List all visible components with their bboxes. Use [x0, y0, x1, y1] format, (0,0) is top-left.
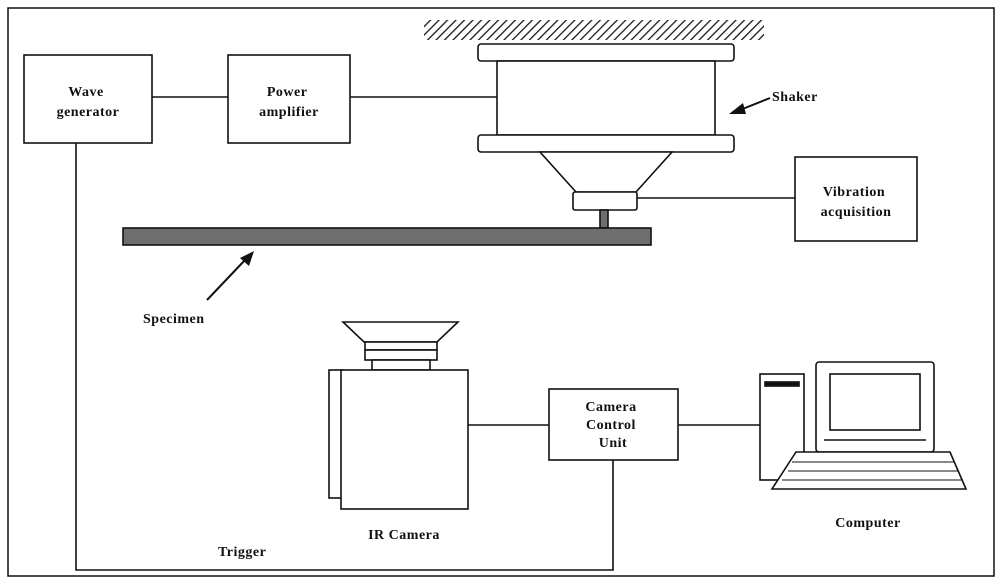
ir-camera	[328, 321, 469, 510]
svg-text:Camera Control Unit: Camera Control Unit	[585, 400, 640, 451]
camera-control-unit-label-line1: Camera	[585, 400, 636, 415]
ceiling-support	[424, 20, 764, 40]
computer-screen	[829, 373, 921, 431]
shaker	[477, 43, 735, 229]
camera-body	[340, 369, 469, 510]
shaker-label: Shaker	[772, 90, 818, 105]
trigger-label: Trigger	[218, 545, 266, 560]
svg-text:Wave generator: Wave generator	[57, 85, 120, 120]
specimen-label: Specimen	[143, 312, 205, 327]
computer	[759, 361, 968, 490]
specimen-beam	[122, 227, 652, 246]
force-sensor	[572, 191, 638, 211]
stinger	[599, 209, 609, 229]
shaker-pointer-arrow	[729, 97, 771, 114]
power-amplifier-label-line2: amplifier	[259, 105, 319, 120]
wave-generator-box	[23, 54, 153, 144]
trigger-wire	[75, 143, 614, 571]
computer-label: Computer	[835, 516, 900, 531]
vibration-acquisition-label-line1: Vibration	[823, 185, 885, 200]
power-amplifier-box	[227, 54, 351, 144]
power-amplifier-label-line1: Power	[267, 85, 307, 100]
svg-text:Power amplifier: Power amplifier	[259, 85, 319, 120]
wave-generator-label-line2: generator	[57, 105, 120, 120]
vibration-acquisition-box	[794, 156, 918, 242]
svg-text:Vibration acquisition: Vibration acquisition	[821, 185, 892, 220]
specimen-pointer-arrow	[206, 251, 254, 301]
wave-generator-label-line1: Wave	[68, 85, 103, 100]
camera-control-unit-label-line3: Unit	[599, 436, 627, 451]
vibration-acquisition-label-line2: acquisition	[821, 205, 892, 220]
connection-lines	[75, 96, 795, 571]
camera-lens-hood	[341, 321, 460, 343]
ir-camera-label: IR Camera	[368, 528, 440, 543]
camera-control-unit-label-line2: Control	[586, 418, 636, 433]
camera-control-unit-box	[548, 388, 679, 461]
